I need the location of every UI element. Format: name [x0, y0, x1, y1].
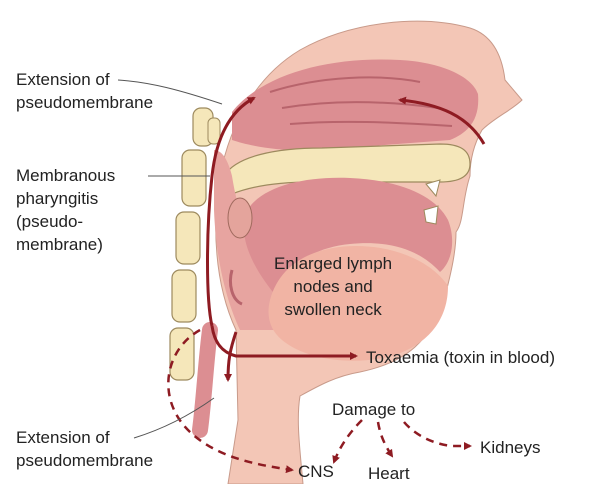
nasal-cavity	[232, 59, 478, 150]
tonsil	[228, 198, 252, 238]
vertebra	[176, 212, 200, 264]
vertebra	[170, 328, 194, 380]
label-toxaemia: Toxaemia (toxin in blood)	[366, 346, 555, 369]
label-heart: Heart	[368, 462, 410, 485]
label-line: swollen neck	[274, 298, 392, 321]
label-line: Extension of	[16, 426, 153, 449]
label-line: membrane)	[16, 233, 115, 256]
label-cns: CNS	[298, 460, 334, 483]
label-line: (pseudo-	[16, 210, 115, 233]
label-line: Enlarged lymph	[274, 252, 392, 275]
label-damage-to: Damage to	[332, 398, 415, 421]
label-line: pseudomembrane	[16, 449, 153, 472]
vertebra	[182, 150, 206, 206]
label-membranous-pharyngitis: Membranous pharyngitis (pseudo- membrane…	[16, 164, 115, 256]
label-line: nodes and	[274, 275, 392, 298]
label-line: pharyngitis	[16, 187, 115, 210]
label-enlarged-lymph-nodes: Enlarged lymph nodes and swollen neck	[274, 252, 392, 321]
dashed-arrow-damage-to-cns	[334, 420, 362, 462]
vertebra	[172, 270, 196, 322]
throat-tube	[200, 330, 210, 430]
label-line: Membranous	[16, 164, 115, 187]
label-extension-top: Extension of pseudomembrane	[16, 68, 153, 114]
label-kidneys: Kidneys	[480, 436, 540, 459]
label-line: pseudomembrane	[16, 91, 153, 114]
dashed-arrow-to-heart	[378, 422, 392, 456]
label-extension-bottom: Extension of pseudomembrane	[16, 426, 153, 472]
label-line: Extension of	[16, 68, 153, 91]
dashed-arrow-to-kidneys	[404, 422, 470, 446]
vertebra	[208, 118, 220, 144]
